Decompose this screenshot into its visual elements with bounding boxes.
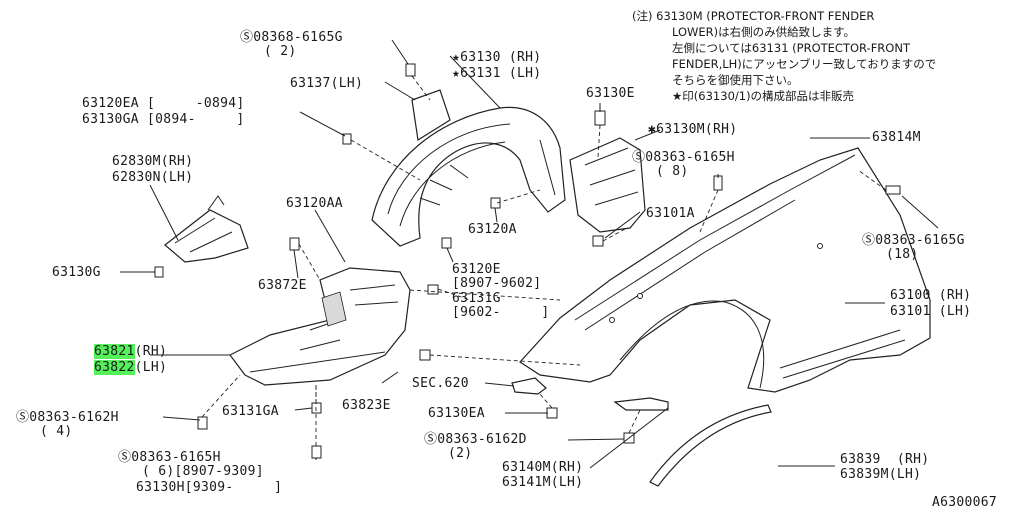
label-63872e[interactable]: 63872E [258, 278, 307, 293]
note-line-1: (注) 63130M (PROTECTOR-FRONT FENDER [632, 9, 875, 23]
lower-protector [569, 137, 646, 233]
fender-protector [371, 106, 566, 247]
label-08363-6165g-qty: (18) [886, 247, 919, 262]
engine-undercover [229, 267, 411, 386]
leader-lines [120, 39, 939, 469]
dashed-assembly-lines [201, 75, 887, 446]
label-08363-6165g[interactable]: Ⓢ08363-6165G [862, 233, 965, 248]
label-63823e[interactable]: 63823E [342, 398, 391, 413]
flap-63137 [411, 89, 451, 141]
label-63130ga[interactable]: 63130GA [0894- ] [82, 112, 245, 127]
label-63120a[interactable]: 63120A [468, 222, 517, 237]
note-line-5: そちらを御使用下さい。 [672, 73, 799, 87]
label-08368-6165g[interactable]: Ⓢ08368-6165G [240, 30, 343, 45]
bracket-63130ea [511, 377, 547, 395]
note-line-6: ★印(63130/1)の構成部品は非販売 [672, 89, 855, 103]
arch-molding [649, 404, 772, 487]
label-08363-6162d[interactable]: Ⓢ08363-6162D [424, 432, 527, 447]
label-08363-6162h[interactable]: Ⓢ08363-6162H [16, 410, 119, 425]
label-63120e-date: [8907-9602] [452, 276, 542, 291]
front-fender [519, 147, 931, 393]
label-63130ea[interactable]: 63130EA [428, 406, 485, 421]
label-08363-6162h-qty: ( 4) [40, 424, 73, 439]
label-08363-6165h-top[interactable]: Ⓢ08363-6165H [632, 150, 735, 165]
label-63131g-date: [9602- ] [452, 305, 550, 320]
diagram-code: A6300067 [932, 495, 998, 510]
label-63821-code: 63821 [94, 344, 135, 359]
label-63130m[interactable]: ✱63130M(RH) [648, 122, 738, 137]
label-63120aa[interactable]: 63120AA [286, 196, 343, 211]
label-63814m[interactable]: 63814M [872, 130, 921, 145]
label-62830m[interactable]: 62830M(RH) [112, 154, 194, 169]
label-63822-side: (LH) [134, 360, 168, 375]
label-63822[interactable]: 63822(LH) [94, 360, 167, 375]
label-63141m[interactable]: 63141M(LH) [502, 475, 584, 490]
label-63100[interactable]: 63100 (RH) [890, 288, 972, 303]
label-08363-6162d-qty: (2) [448, 446, 473, 461]
label-08363-6165h-bot[interactable]: Ⓢ08363-6165H [118, 450, 221, 465]
label-63137[interactable]: 63137(LH) [290, 76, 364, 91]
label-08363-6165h-top-qty: ( 8) [656, 164, 689, 179]
note-line-2: LOWER)は右側のみ供給致します。 [672, 25, 856, 39]
label-63101[interactable]: 63101 (LH) [890, 304, 972, 319]
label-63131ga[interactable]: 63131GA [222, 404, 279, 419]
label-63821[interactable]: 63821(RH) [94, 344, 167, 359]
label-08368-6165g-qty: ( 2) [264, 44, 297, 59]
label-63130-rh[interactable]: ★63130 (RH) [452, 50, 542, 65]
note-line-4: FENDER,LH)にアッセンブリー致しておりますので [672, 57, 937, 71]
note-line-3: 左側については63131 (PROTECTOR-FRONT [672, 41, 910, 55]
label-62830n[interactable]: 62830N(LH) [112, 170, 194, 185]
label-63839m[interactable]: 63839M(LH) [840, 467, 922, 482]
label-63131-lh[interactable]: ★63131 (LH) [452, 66, 542, 81]
label-63131g[interactable]: 63131G [452, 291, 501, 306]
label-63120ea[interactable]: 63120EA [ -0894] [82, 96, 245, 111]
label-63101a[interactable]: 63101A [646, 206, 695, 221]
label-63140m[interactable]: 63140M(RH) [502, 460, 584, 475]
label-63822-code: 63822 [94, 360, 135, 375]
label-63120e[interactable]: 63120E [452, 262, 501, 277]
label-63839[interactable]: 63839 (RH) [840, 452, 930, 467]
mud-guard [164, 195, 249, 263]
label-08363-6165h-bot-line2: ( 6)[8907-9309] [142, 464, 264, 479]
label-63130g[interactable]: 63130G [52, 265, 101, 280]
bracket-63140m [613, 397, 669, 411]
label-63130h[interactable]: 63130H[9309- ] [136, 480, 283, 495]
label-63821-side: (RH) [134, 344, 168, 359]
label-sec-620[interactable]: SEC.620 [412, 376, 469, 391]
label-63130e[interactable]: 63130E [586, 86, 635, 101]
